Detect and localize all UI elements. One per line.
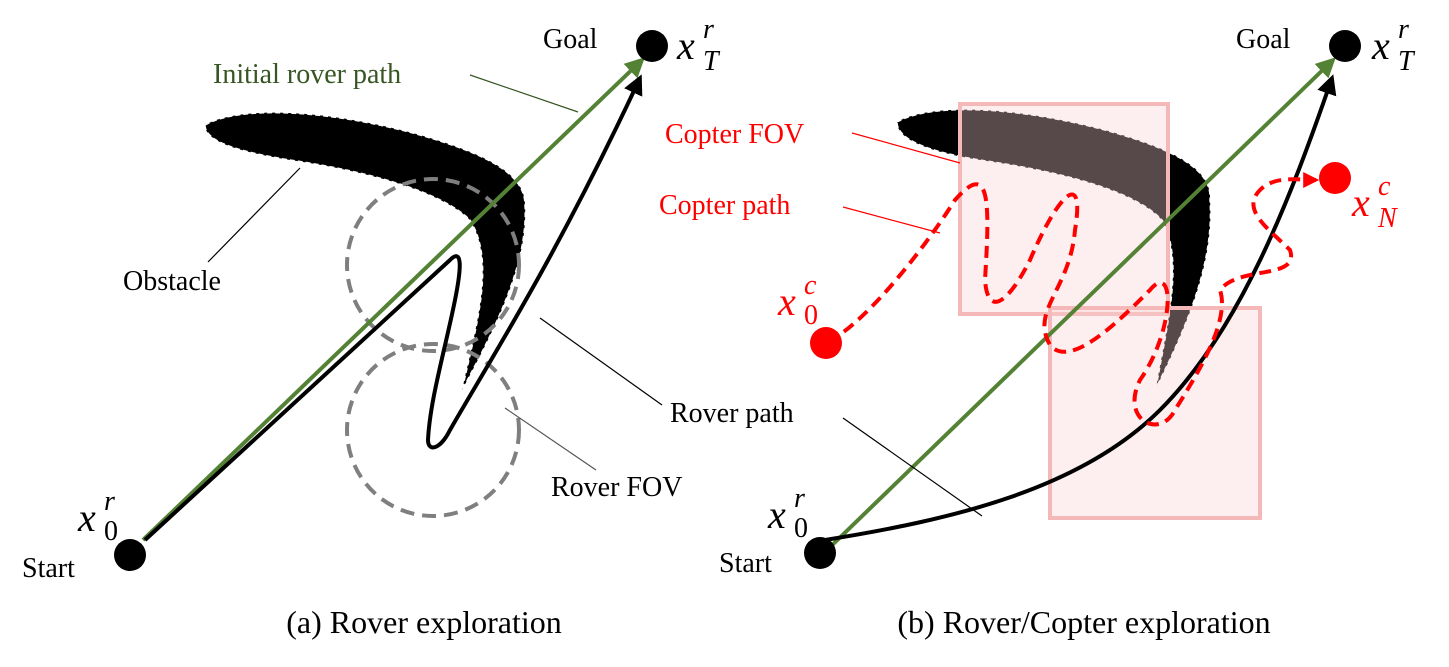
goal-symbol-base-b: x [1371,23,1390,68]
copter-path-line [827,171,1320,427]
copter-path-leader [842,206,941,234]
copter-path-label: Copter path [659,190,790,221]
copter-start-symbol-sub: 0 [804,300,818,331]
rover-fov-leader [504,407,597,471]
obstacle-shape [204,111,526,391]
goal-symbol-sub-b: T [1398,46,1416,77]
rover-fov-circle-upper [345,177,521,353]
goal-symbol-sup-b: r [1398,14,1409,45]
panel-a: Goal Initial rover path Obstacle Rover p… [22,14,794,640]
copter-end-symbol-sub: N [1377,203,1398,234]
rover-path-line [143,74,643,542]
goal-symbol-sup: r [703,14,714,45]
start-symbol-base: x [77,495,96,540]
goal-marker-b [1329,30,1361,62]
start-symbol-sup-b: r [794,483,805,514]
start-symbol-sub-b: 0 [794,513,808,544]
obstacle-leader [207,167,301,263]
caption-a: (a) Rover exploration [286,604,561,640]
copter-end-symbol: x c N [1351,171,1398,234]
start-marker [114,539,146,571]
goal-label-b: Goal [1236,24,1291,55]
copter-fov-box-upper [958,102,1170,316]
rover-fov-label: Rover FOV [551,472,682,503]
copter-end-symbol-base: x [1351,180,1370,225]
start-symbol-sup: r [104,486,115,517]
start-label: Start [22,553,75,584]
rover-fov-circle-lower [345,342,521,518]
goal-symbol-a: x r T [676,14,721,77]
initial-rover-path-line-b [823,57,1336,554]
rover-path-label: Rover path [670,398,794,429]
copter-fov-leader [851,132,961,164]
initial-rover-path-line [141,57,645,542]
caption-b: (b) Rover/Copter exploration [897,604,1270,640]
initial-path-leader [469,74,579,113]
initial-path-label: Initial rover path [213,59,401,90]
start-label-b: Start [719,548,772,579]
goal-label: Goal [543,24,598,55]
copter-start-symbol-base: x [777,279,796,324]
rover-path-line-b [824,74,1337,542]
copter-start-symbol-sup: c [804,270,817,301]
goal-marker [636,30,668,62]
start-symbol-b: x r 0 [767,483,808,544]
copter-end-symbol-sup: c [1378,171,1391,202]
start-symbol-base-b: x [767,492,786,537]
obstacle-label: Obstacle [123,266,221,297]
start-marker-b [804,537,836,569]
start-symbol-sub: 0 [104,516,118,547]
start-symbol-a: x r 0 [77,486,118,547]
copter-end-marker [1319,162,1351,194]
panel-b: Goal Copter FOV Copter path Start x r T … [659,14,1416,640]
rover-path-leader-b [842,417,983,517]
copter-fov-label: Copter FOV [665,119,804,150]
rover-path-leader-a [539,317,663,406]
obstacle-shape-b [896,108,1212,389]
goal-symbol-sub: T [703,46,721,77]
copter-start-marker [810,327,842,359]
goal-symbol-b: x r T [1371,14,1416,77]
copter-start-symbol: x c 0 [777,270,818,331]
goal-symbol-base: x [676,23,695,68]
